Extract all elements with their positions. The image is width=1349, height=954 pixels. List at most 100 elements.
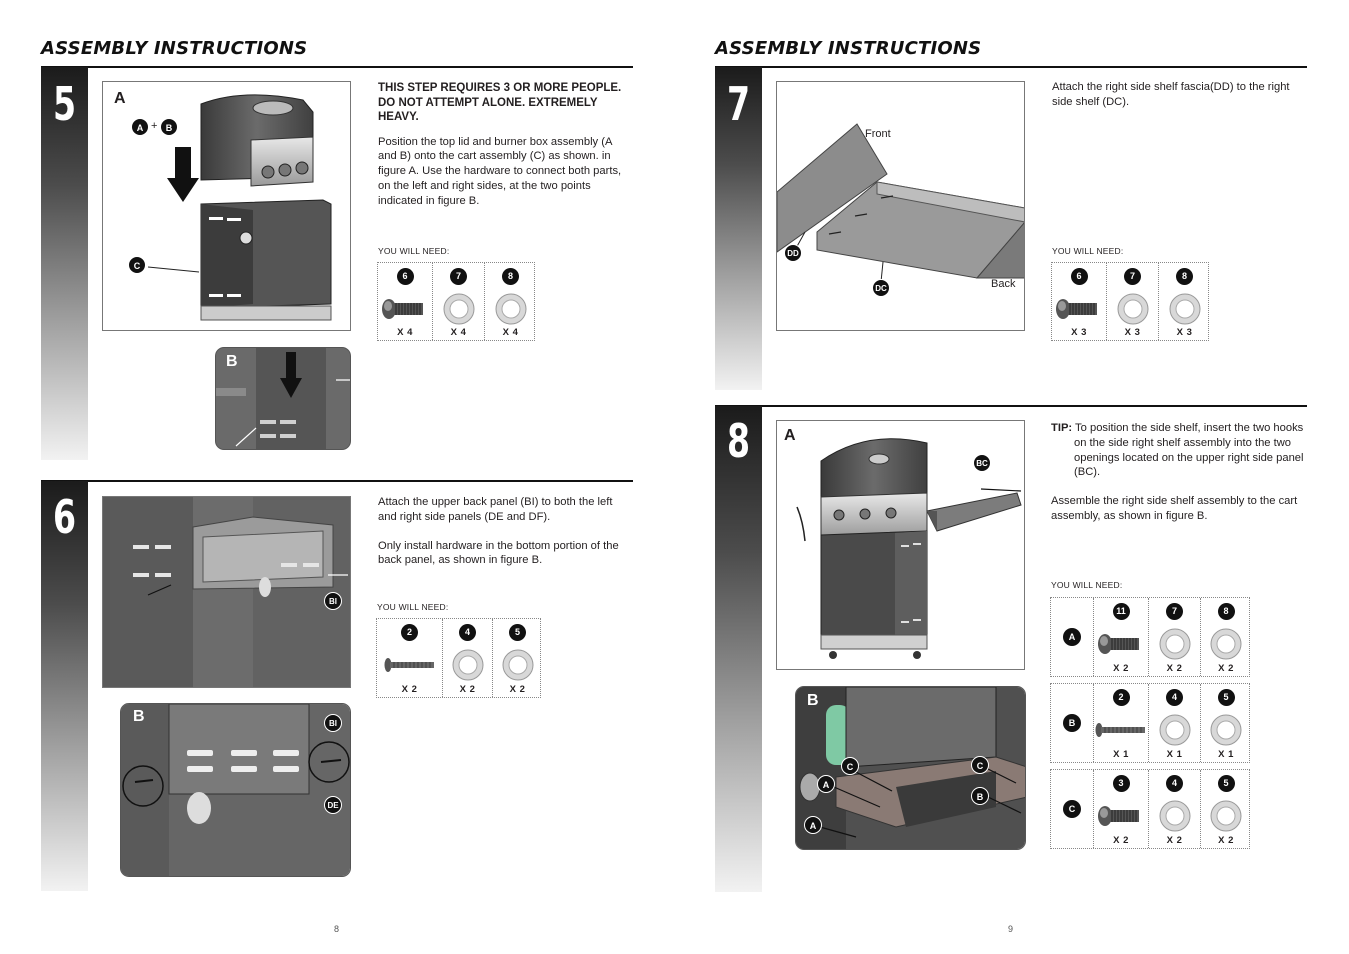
washer-icon [485,293,537,325]
hardware-cell: 5 X 1 [1200,684,1251,762]
hardware-qty: X 2 [1113,663,1129,674]
hardware-cell: 8 X 3 [1158,263,1210,340]
washer-icon [442,649,494,681]
hardware-id-badge: 2 [1112,689,1130,706]
row-badge: A [1063,628,1081,646]
back-panel-illustration [103,497,350,687]
step-7-number: 7 [726,77,751,131]
washer-icon [1107,293,1159,325]
screw-icon [1095,800,1147,832]
hardware-id-badge: 5 [1217,775,1235,792]
hardware-qty: X 4 [397,327,413,338]
hardware-id-badge: 3 [1112,775,1130,792]
step-8-instructions: TIP: To position the side shelf, insert … [1051,421,1307,538]
washer-icon [1200,800,1252,832]
callout-c: C [128,256,146,274]
plus-sign: + [151,120,158,132]
callout-a: A [131,118,149,136]
callout-dc: DC [872,279,890,297]
step-8-bar [715,406,762,892]
back-panel-hardware-detail [121,704,350,876]
hardware-id-badge: 4 [1166,775,1183,792]
hardware-id-badge: 7 [1166,603,1183,620]
step-6-text-1: Attach the upper back panel (BI) to both… [378,496,613,523]
figure-b-letter: B [226,353,238,370]
hardware-qty: X 4 [502,327,519,338]
row-badge: B [1063,714,1081,732]
step-5-figure-b: B [215,347,351,450]
page-number-right: 9 [1008,924,1014,934]
title-rule-left [41,66,633,68]
step-8-rule [715,405,1307,407]
screw-icon [379,293,431,325]
bolt-icon [1095,714,1147,746]
shelf-attachment-detail [796,687,1025,849]
hardware-cell: 7 X 3 [1106,263,1158,340]
row-cell: B [1051,684,1093,762]
hardware-qty: X 1 [1218,749,1234,760]
hardware-id-badge: 11 [1112,603,1130,620]
step-6-figure-a: BI [102,496,351,688]
washer-icon [1159,293,1211,325]
hardware-qty: X 2 [509,684,526,695]
hardware-id-badge: 8 [1176,268,1193,285]
step-6-number: 6 [52,490,77,544]
figure-b-letter: B [807,692,819,709]
hardware-id-badge: 6 [1070,268,1088,285]
hardware-id-badge: 8 [1217,603,1235,620]
side-panel-detail-illustration [216,348,350,449]
callout-bi: BI [324,714,342,732]
hardware-id-badge: 5 [509,624,526,641]
hardware-qty: X 2 [459,684,476,695]
hardware-qty: X 2 [1166,835,1183,846]
washer-icon [433,293,485,325]
step-6-rule [41,480,633,482]
title-rule-right [715,66,1307,68]
washer-icon [1149,714,1201,746]
step-5-instructions: THIS STEP REQUIRES 3 OR MORE PEOPLE. DO … [378,81,630,222]
hardware-id-badge: 7 [450,268,467,285]
step-8-hardware-row-b: B 2 X 1 4 X 1 5 X 1 [1050,683,1250,763]
hardware-cell: 2 X 2 [377,619,442,697]
hardware-cell: 6 X 3 [1052,263,1106,340]
step-8-tip: TIP: To position the side shelf, insert … [1051,421,1307,480]
step-7-instructions: Attach the right side shelf fascia(DD) t… [1052,80,1306,124]
step-5-need-label: YOU WILL NEED: [378,246,450,256]
side-shelf-illustration [777,123,1024,283]
step-5-bar [41,67,88,460]
hardware-cell: 3 X 2 [1093,770,1148,848]
bolt-icon [384,649,436,681]
hardware-cell: 8 X 4 [484,263,536,340]
hardware-qty: X 1 [1166,749,1183,760]
hardware-cell: 11 X 2 [1093,598,1148,676]
step-5-text: Position the top lid and burner box asse… [378,135,622,207]
callout-b: B [971,787,989,805]
step-6-figure-b: B BI DE [120,703,351,877]
step-8-text: Assemble the right side shelf assembly t… [1051,495,1298,522]
callout-b: B [160,118,178,136]
step-7-need-label: YOU WILL NEED: [1052,246,1124,256]
washer-icon [1200,628,1252,660]
hardware-qty: X 1 [1113,749,1129,760]
step-7-bar [715,67,762,390]
step-5-figure-a: A A + B C [102,81,351,331]
hardware-qty: X 2 [1166,663,1183,674]
step-8-number: 8 [726,414,751,468]
step-7-hardware-table: 6 X 3 7 X 3 8 X 3 [1051,262,1209,341]
row-cell: C [1051,770,1093,848]
hardware-cell: 2 X 1 [1093,684,1148,762]
page-title-right: ASSEMBLY INSTRUCTIONS [715,38,982,59]
page-title-left: ASSEMBLY INSTRUCTIONS [41,38,308,59]
callout-dd: DD [784,244,802,262]
callout-de: DE [324,796,342,814]
step-8-hardware-row-c: C 3 X 2 4 X 2 5 X 2 [1050,769,1250,849]
hardware-qty: X 4 [450,327,467,338]
hardware-cell: 4 X 1 [1148,684,1200,762]
hardware-cell: 4 X 2 [442,619,492,697]
row-cell: A [1051,598,1093,676]
step-8-need-label: YOU WILL NEED: [1051,580,1123,590]
row-badge: C [1063,800,1081,818]
hardware-qty: X 3 [1071,327,1087,338]
label-back: Back [991,278,1016,290]
hardware-cell: 7 X 2 [1148,598,1200,676]
